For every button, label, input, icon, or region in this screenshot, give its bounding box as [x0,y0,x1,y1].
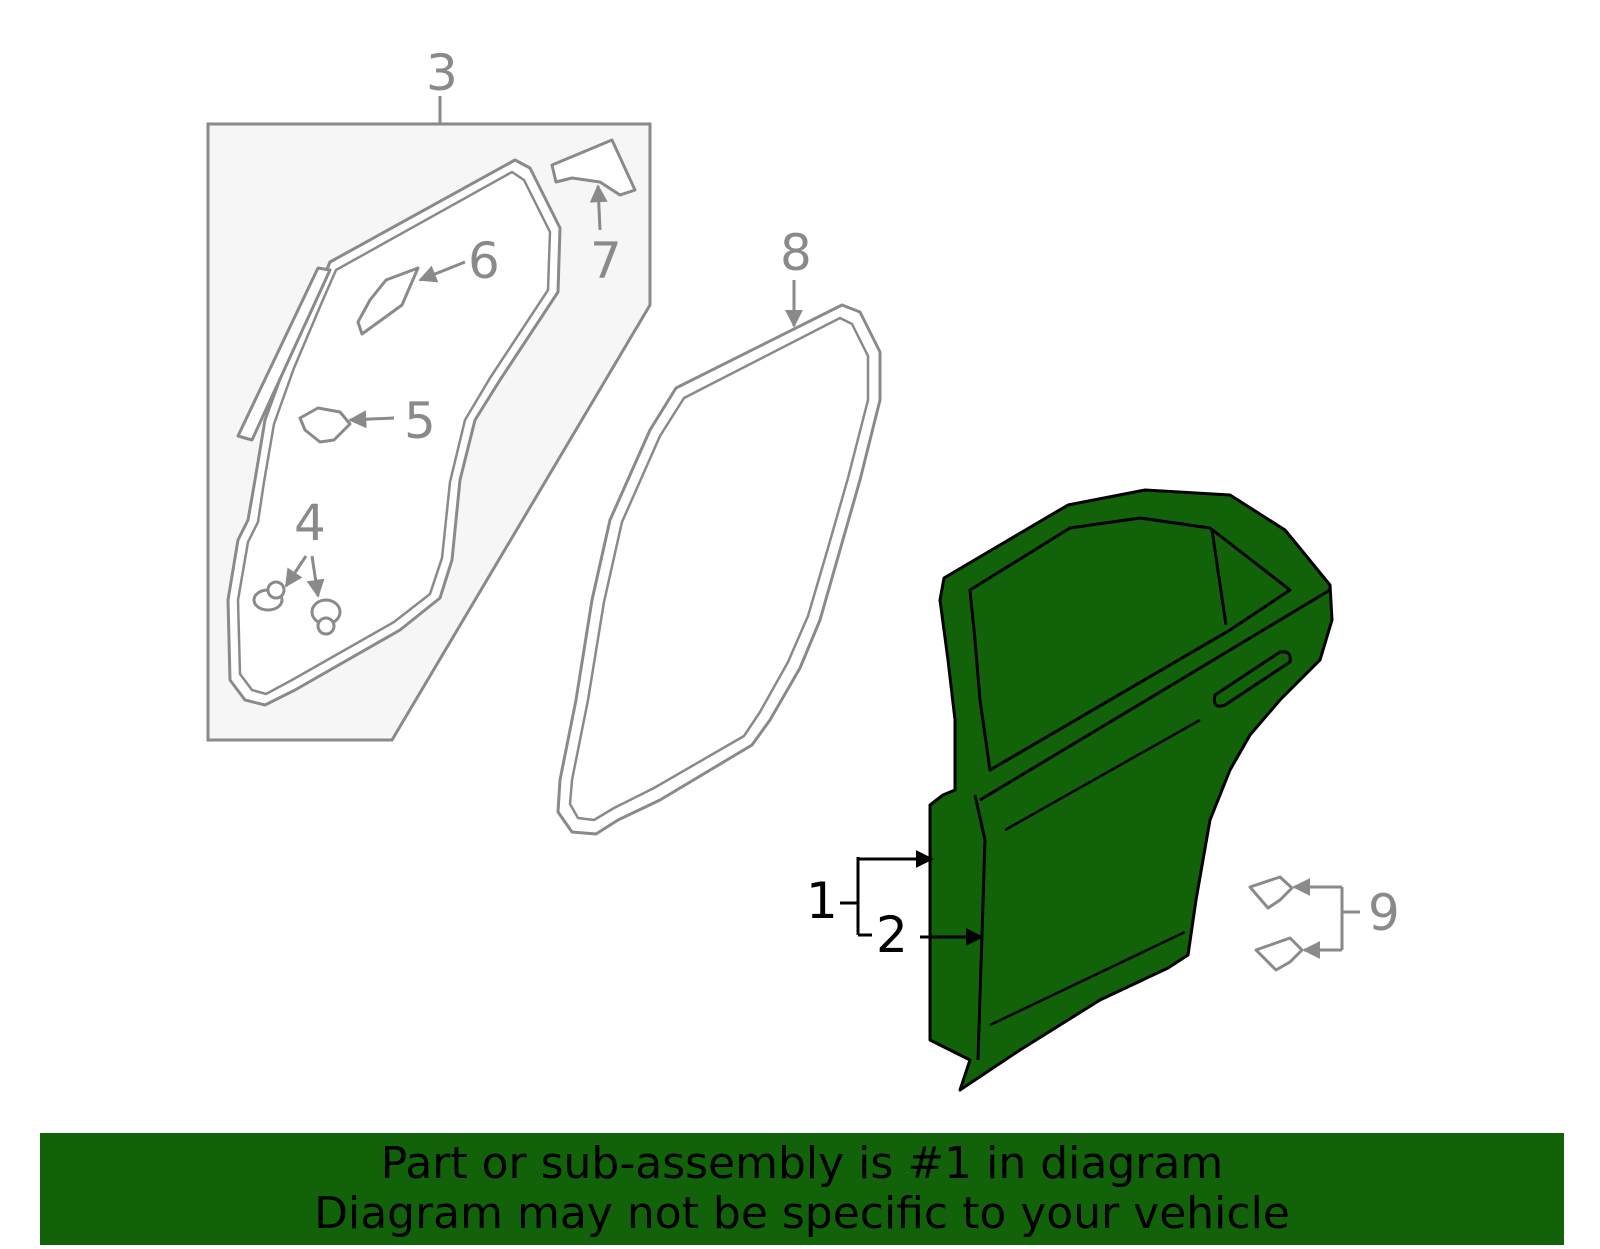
callout-3: 3 [426,44,458,102]
callout-7: 7 [590,232,622,290]
info-banner: Part or sub-assembly is #1 in diagram Di… [40,1133,1564,1245]
piece-6-icon [356,266,420,336]
window-frame [968,516,1292,772]
callout-4: 4 [294,494,326,552]
hinge-9-group [1248,875,1360,972]
door-shell-1 [840,488,1334,1092]
banner-line-2: Diagram may not be specific to your vehi… [314,1188,1290,1239]
callout-4-leader-a [284,555,308,588]
callout-9: 9 [1368,884,1400,942]
bracket-7-icon [550,138,637,197]
hinge-9a-icon [1248,875,1294,910]
banner-line-1: Part or sub-assembly is #1 in diagram [380,1138,1224,1189]
door-weatherstrip-inner [236,170,552,696]
callout-5: 5 [404,392,436,450]
callout-9-bracket [1340,887,1360,950]
body-weatherstrip-inner [568,316,870,822]
body-weatherstrip-8 [556,280,882,836]
front-strip-icon [236,266,332,442]
callout-4-leader-b [306,555,325,598]
callout-5-leader [348,410,395,429]
callout-6-leader [418,260,466,283]
callout-6: 6 [468,232,500,290]
retainer-4a-icon [252,580,286,612]
callout-2: 2 [876,906,908,964]
body-weatherstrip-icon [556,303,882,836]
callout-7-leader [589,184,608,231]
clip-5-icon [298,406,352,444]
division-bar [1210,529,1228,626]
retainer-4b-icon [310,598,342,636]
door-weatherstrip-icon [226,158,562,707]
door-shell-icon [928,488,1334,1092]
callout-8: 8 [780,224,812,282]
belt-line [979,588,1331,802]
kit-3-group [206,96,652,742]
front-edge [973,794,987,1061]
hinge-9b-icon [1254,936,1304,972]
callout-1: 1 [806,872,838,930]
door-handle-icon [1213,650,1292,708]
bracket-line [840,857,860,935]
character-line [1004,718,1201,832]
lower-line [989,930,1186,1027]
